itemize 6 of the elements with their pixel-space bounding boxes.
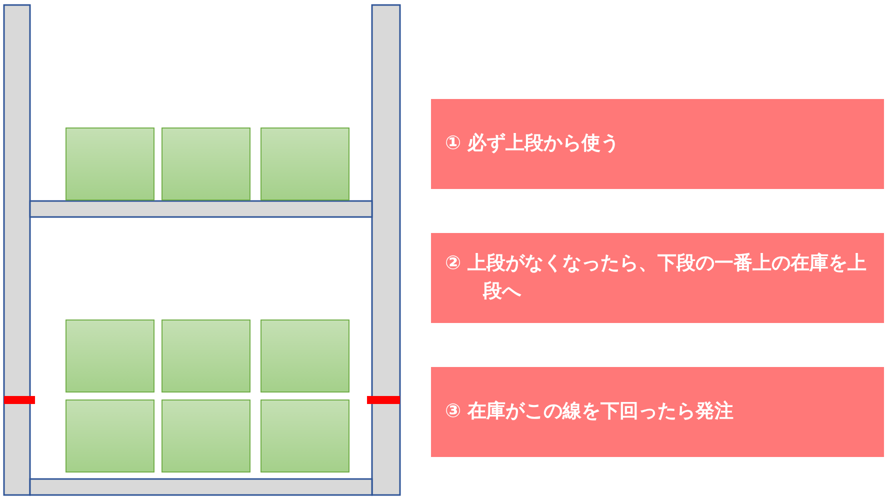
note-box	[431, 99, 884, 189]
note-text: ① 必ず上段から使う	[445, 131, 620, 156]
note-text: ③ 在庫がこの線を下回ったら発注	[445, 399, 734, 424]
note-box	[431, 367, 884, 457]
note-text: ② 上段がなくなったら、下段の一番上の在庫を上段へ	[445, 251, 868, 304]
note-box	[431, 233, 884, 323]
